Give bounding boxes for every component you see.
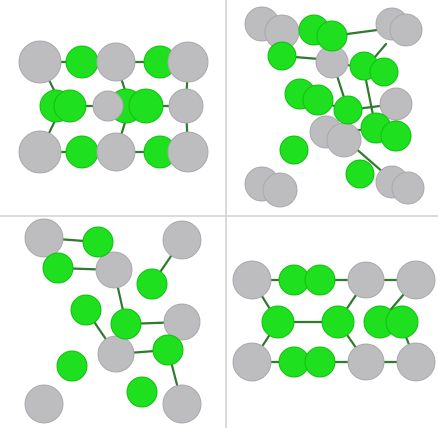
ligand-atom [53, 89, 87, 123]
ligand-atom [385, 305, 419, 339]
ligand-atom [56, 350, 88, 382]
metal-atom [396, 342, 436, 382]
ligand-atom [42, 252, 74, 284]
atoms-top-left [18, 40, 209, 174]
ligand-atom [380, 120, 412, 152]
ligand-atom [333, 95, 363, 125]
metal-atom [396, 260, 436, 300]
metal-atom [24, 384, 64, 424]
metal-atom [162, 384, 202, 424]
metal-atom [96, 42, 136, 82]
ligand-atom [136, 268, 168, 300]
ligand-atom [152, 334, 184, 366]
metal-atom [18, 40, 62, 84]
panel-top-right [244, 6, 425, 208]
metal-atom [163, 303, 201, 341]
ligand-atom [128, 88, 164, 124]
ligand-atom [126, 376, 158, 408]
ligand-atom [110, 308, 142, 340]
metal-atom [347, 343, 385, 381]
metal-atom [262, 172, 298, 208]
ligand-atom [345, 159, 375, 189]
ligand-atom [267, 41, 297, 71]
ligand-atom [304, 346, 336, 378]
ligand-atom [65, 135, 99, 169]
metal-atom [96, 132, 136, 172]
panel-bottom-left [24, 218, 202, 424]
metal-atom [347, 261, 385, 299]
metal-atom [326, 122, 362, 158]
atoms-bottom-left [24, 218, 202, 424]
ligand-atom [70, 294, 102, 326]
ligand-atom [261, 305, 295, 339]
ligand-atom [321, 305, 355, 339]
ligand-atom [65, 45, 99, 79]
ligand-atom [369, 57, 399, 87]
metal-atom [97, 335, 135, 373]
metal-atom [391, 171, 425, 205]
ligand-atom [279, 135, 309, 165]
panel-top-left [18, 40, 209, 174]
metal-atom [92, 90, 124, 122]
panel-bottom-right [232, 260, 436, 382]
ligand-atom [302, 84, 334, 116]
metal-atom [95, 251, 133, 289]
ligand-atom [82, 226, 114, 258]
atoms-bottom-right [232, 260, 436, 382]
metal-atom [379, 87, 413, 121]
metal-atom [232, 342, 272, 382]
metal-atom [167, 131, 209, 173]
metal-atom [167, 41, 209, 83]
metal-atom [232, 260, 272, 300]
metal-atom [18, 130, 62, 174]
metal-atom [162, 220, 202, 260]
metal-atom [24, 218, 64, 258]
atoms-top-right [244, 6, 425, 208]
ligand-atom [316, 20, 348, 52]
ligand-atom [304, 264, 336, 296]
metal-atom [389, 13, 423, 47]
metal-atom [168, 88, 204, 124]
